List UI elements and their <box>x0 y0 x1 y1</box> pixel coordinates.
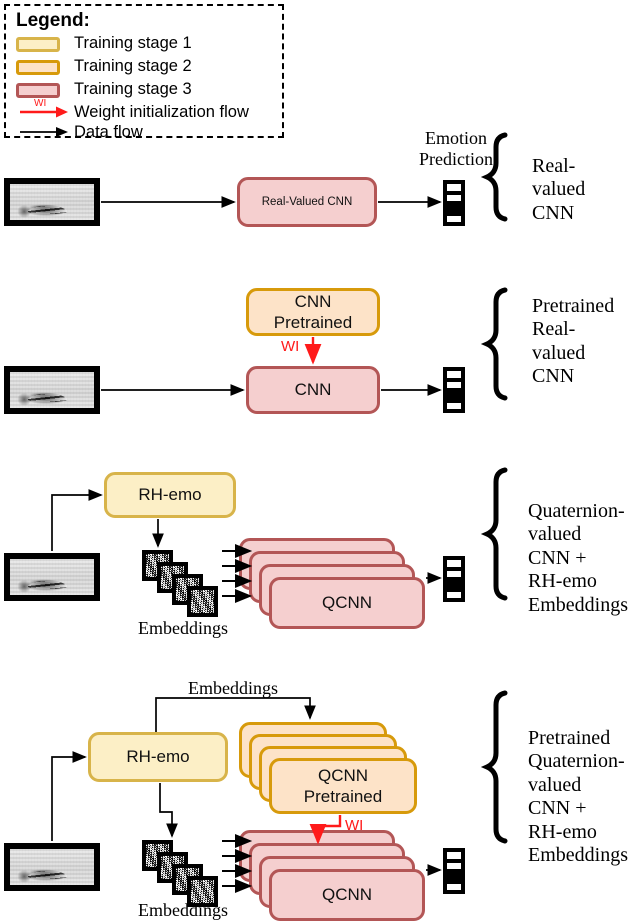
brace-row3 <box>480 467 508 601</box>
prediction-cell-active <box>445 390 463 401</box>
qcnn-stack-node-row4[interactable]: QCNN <box>269 869 425 921</box>
prediction-cell <box>445 589 463 600</box>
legend-wi-tag: WI <box>34 98 47 109</box>
prediction-cell <box>445 558 463 569</box>
cnn-pretrained-node[interactable]: CNN Pretrained <box>246 288 380 336</box>
qcnn-pretrained-stack-node-row4[interactable]: QCNN Pretrained <box>269 758 417 814</box>
arrow-spectrogram-to-rh-emo <box>51 489 103 551</box>
emotion-prediction-label-row1: Emotion Prediction <box>419 128 493 169</box>
arrow-spectrogram-to-rh-emo-row4 <box>51 751 87 841</box>
cnn-node[interactable]: CNN <box>246 366 380 414</box>
spectrogram-input-row1 <box>4 178 100 226</box>
real-valued-cnn-label: Real-Valued CNN <box>261 195 353 208</box>
emotion-prediction-bar-row1 <box>443 180 465 226</box>
prediction-cell <box>445 881 463 892</box>
prediction-cell <box>445 850 463 861</box>
emotion-prediction-bar-row4 <box>443 848 465 894</box>
top-embeddings-label-row4: Embeddings <box>188 678 278 698</box>
legend-data-flow-arrow-icon <box>18 123 70 141</box>
brace-row2 <box>480 287 508 401</box>
rh-emo-label: RH-emo <box>126 747 190 767</box>
prediction-cell <box>445 192 463 203</box>
legend-box: Legend: Training stage 1 Training stage … <box>4 4 284 141</box>
qcnn-stack-node-row3[interactable]: QCNN <box>269 577 425 629</box>
qcnn-label: QCNN <box>321 593 373 613</box>
embedding-tile <box>187 586 218 617</box>
legend-label-training-stage-1: Training stage 1 <box>74 34 192 52</box>
prediction-cell <box>445 213 463 224</box>
legend-item-training-stage-2 <box>16 57 60 77</box>
prediction-cell <box>445 568 463 579</box>
legend-swatch-stage-1 <box>16 36 60 52</box>
prediction-cell <box>445 369 463 380</box>
rh-emo-node-row4[interactable]: RH-emo <box>88 732 228 782</box>
legend-label-data-flow: Data flow <box>74 123 143 141</box>
spectrogram-harmonics <box>28 394 68 403</box>
legend-label-training-stage-3: Training stage 3 <box>74 80 192 98</box>
legend-item-training-stage-3 <box>16 80 60 100</box>
prediction-cell-active <box>445 871 463 882</box>
prediction-cell-active <box>445 579 463 590</box>
group-label-real-valued-cnn: Real- valued CNN <box>532 155 586 224</box>
embedding-tile <box>187 876 218 907</box>
legend-item-training-stage-1 <box>16 34 60 54</box>
group-label-pretrained-real-valued-cnn: Pretrained Real- valued CNN <box>532 295 615 388</box>
embeddings-label-row4: Embeddings <box>138 900 228 920</box>
rh-emo-label: RH-emo <box>138 485 202 505</box>
legend-swatch-stage-3 <box>16 82 60 98</box>
rh-emo-node-row3[interactable]: RH-emo <box>104 472 236 518</box>
brace-row4 <box>480 690 508 844</box>
prediction-cell <box>445 860 463 871</box>
prediction-cell <box>445 400 463 411</box>
emotion-prediction-bar-row3 <box>443 556 465 602</box>
emotion-prediction-bar-row2 <box>443 367 465 413</box>
legend-title: Legend: <box>16 10 90 31</box>
group-label-quaternion-valued-cnn: Quaternion- valued CNN + RH-emo Embeddin… <box>528 500 628 616</box>
legend-swatch-stage-2 <box>16 59 60 75</box>
spectrogram-harmonics <box>28 871 68 880</box>
legend-weight-init-arrow-icon: WI <box>18 98 70 121</box>
arrow-rh-emo-to-embeddings-row4 <box>159 783 178 838</box>
legend-label-training-stage-2: Training stage 2 <box>74 57 192 75</box>
prediction-cell <box>445 182 463 193</box>
real-valued-cnn-node[interactable]: Real-Valued CNN <box>237 177 377 227</box>
spectrogram-harmonics <box>28 206 68 215</box>
spectrogram-harmonics <box>28 581 68 590</box>
spectrogram-input-row3 <box>4 553 100 601</box>
embeddings-label-row3: Embeddings <box>138 618 228 638</box>
legend-label-weight-initialization-flow: Weight initialization flow <box>74 103 249 121</box>
spectrogram-input-row4 <box>4 843 100 891</box>
qcnn-label: QCNN <box>321 885 373 905</box>
group-label-pretrained-quaternion-valued-cnn: Pretrained Quaternion- valued CNN + RH-e… <box>528 727 628 866</box>
spectrogram-input-row2 <box>4 366 100 414</box>
cnn-pretrained-label: CNN Pretrained <box>273 291 353 332</box>
prediction-cell-active <box>445 203 463 214</box>
wi-label-row4: WI <box>345 817 364 834</box>
prediction-cell <box>445 379 463 390</box>
cnn-label: CNN <box>294 380 332 400</box>
wi-label-row2: WI <box>281 338 300 355</box>
qcnn-pretrained-label: QCNN Pretrained <box>303 765 383 806</box>
